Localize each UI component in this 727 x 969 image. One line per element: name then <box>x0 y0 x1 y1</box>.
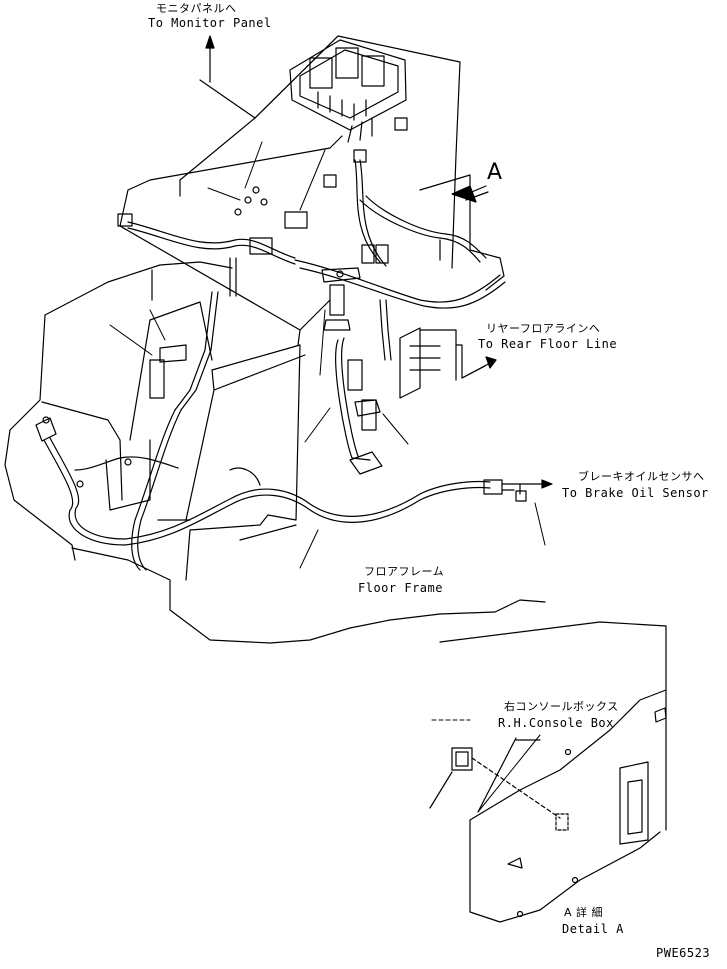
harness-upper <box>128 160 505 570</box>
brake-sensor-label-en: To Brake Oil Sensor <box>562 486 709 500</box>
detail-a-console-box <box>430 622 666 922</box>
upper-console-housing <box>120 36 460 345</box>
monitor-panel-label-ja: モニタパネルへ <box>156 2 237 15</box>
harness-connectors-upper <box>118 187 388 263</box>
console-box-label-en: R.H.Console Box <box>498 716 614 730</box>
monitor-connector-block <box>290 40 407 187</box>
harness-lower <box>36 417 526 545</box>
view-a-marker: A <box>487 160 503 185</box>
rear-floor-label-en: To Rear Floor Line <box>478 337 618 351</box>
floor-frame-label-ja: フロアフレーム <box>364 565 445 578</box>
leader-lines <box>110 142 545 720</box>
floor-frame-label-en: Floor Frame <box>358 581 443 595</box>
detail-a-label-en: Detail A <box>562 922 624 936</box>
rear-floor-connectors <box>400 328 485 398</box>
floor-frame <box>5 262 545 643</box>
console-box-leader <box>478 735 540 812</box>
detail-a-label-ja: A 詳 細 <box>564 906 604 919</box>
brake-sensor-label-ja: ブレーキオイルセンサへ <box>578 470 705 483</box>
drawing-code: PWE6523 <box>656 946 711 960</box>
direction-arrows <box>206 36 552 488</box>
console-box-label-ja: 右コンソールボックス <box>504 700 619 713</box>
monitor-panel-label-en: To Monitor Panel <box>148 16 272 30</box>
bolts-and-clamps <box>150 268 382 474</box>
view-a-arrow <box>452 186 488 202</box>
rear-floor-label-ja: リヤーフロアラインへ <box>486 322 601 335</box>
